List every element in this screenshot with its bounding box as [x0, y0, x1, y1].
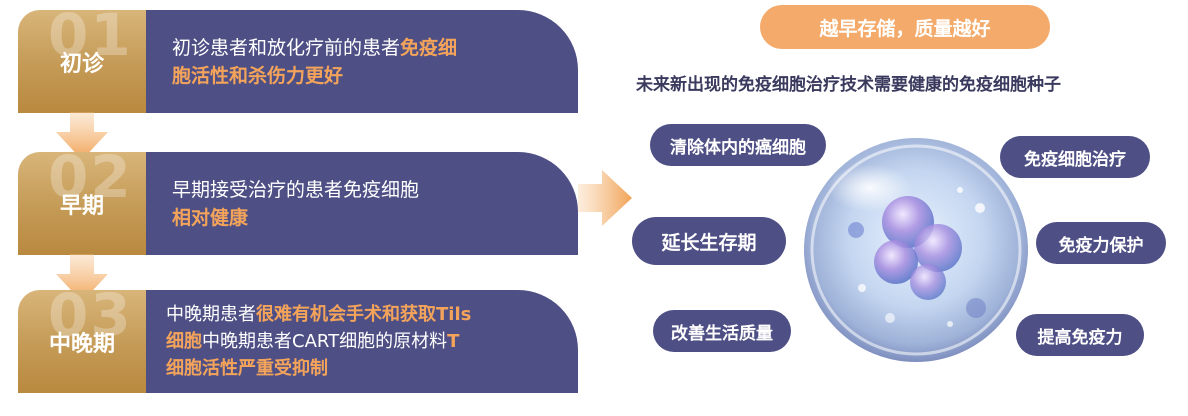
stage-name: 中晚期: [48, 331, 115, 357]
subtitle: 未来新出现的免疫细胞治疗技术需要健康的免疫细胞种子: [636, 75, 1061, 95]
stage-initial: 01 初诊 初诊患者和放化疗前的患者免疫细 胞活性和杀伤力更好: [18, 10, 578, 113]
benefit-quality-of-life: 改善生活质量: [653, 310, 791, 352]
desc-highlight: T: [447, 331, 460, 352]
desc-highlight: 细胞活性严重受抑制: [166, 358, 328, 379]
stage-description: 早期接受治疗的患者免疫细胞 相对健康: [146, 152, 578, 255]
immune-cell-icon: [804, 138, 1028, 362]
desc-highlight: 很难有机会手术和获取Tils: [256, 304, 472, 325]
desc-highlight: 胞活性和杀伤力更好: [172, 64, 344, 87]
benefit-kill-cancer: 清除体内的癌细胞: [650, 124, 826, 166]
stage-advanced: 03 中晚期 中晚期患者很难有机会手术和获取Tils 细胞中晚期患者CART细胞…: [18, 290, 578, 393]
down-arrow-icon: [56, 112, 108, 160]
tagline-pill: 越早存储，质量越好: [760, 5, 1050, 49]
desc-highlight: 免疫细: [400, 36, 458, 59]
desc-text: 中晚期患者CART细胞的原材料: [202, 331, 448, 352]
stage-name: 初诊: [59, 51, 104, 77]
benefit-extend-life: 延长生存期: [632, 217, 786, 265]
down-arrow-icon: [56, 254, 108, 302]
stage-description: 中晚期患者很难有机会手术和获取Tils 细胞中晚期患者CART细胞的原材料T 细…: [146, 290, 578, 393]
stage-label: 03 中晚期: [18, 290, 146, 393]
stage-number: 01: [48, 10, 133, 69]
benefit-cell-therapy: 免疫细胞治疗: [1000, 136, 1150, 178]
stage-number: 03: [48, 290, 133, 349]
stage-name: 早期: [59, 193, 104, 219]
right-arrow-icon: [578, 170, 632, 226]
benefit-boost-immunity: 提高免疫力: [1016, 314, 1144, 356]
desc-text: 早期接受治疗的患者免疫细胞: [172, 178, 420, 201]
desc-highlight: 细胞: [166, 331, 202, 352]
desc-highlight: 相对健康: [172, 206, 249, 229]
stage-number: 02: [48, 152, 133, 211]
desc-text: 初诊患者和放化疗前的患者: [172, 36, 401, 59]
benefit-immune-protection: 免疫力保护: [1036, 222, 1166, 264]
desc-text: 中晚期患者: [166, 304, 256, 325]
stage-description: 初诊患者和放化疗前的患者免疫细 胞活性和杀伤力更好: [146, 10, 578, 113]
stage-label: 02 早期: [18, 152, 146, 255]
stage-early: 02 早期 早期接受治疗的患者免疫细胞 相对健康: [18, 152, 578, 255]
stage-label: 01 初诊: [18, 10, 146, 113]
